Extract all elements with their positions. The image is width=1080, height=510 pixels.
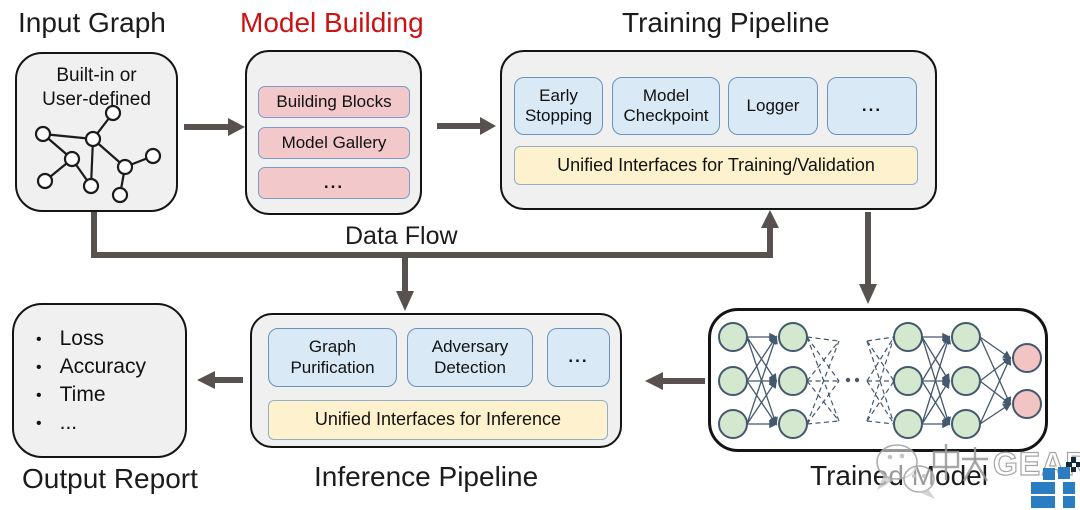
report-item-time: Time — [36, 383, 146, 411]
label-trained-model: Trained Model — [810, 460, 988, 491]
arrowhead-left-inference — [645, 372, 663, 390]
training-unified-interface-bar: Unified Interfaces for Training/Validati… — [514, 146, 918, 185]
arrowhead — [228, 118, 245, 136]
logo-square — [1043, 496, 1055, 508]
report-item-label: ... — [59, 411, 78, 434]
title-input-graph: Input Graph — [18, 7, 166, 38]
output-report-list: Loss Accuracy Time ... — [36, 327, 146, 439]
arrowhead-down-inference — [396, 291, 414, 311]
label-data-flow: Data Flow — [345, 222, 458, 250]
caption-line-1: Built-in or — [56, 65, 137, 86]
report-item-accuracy: Accuracy — [36, 355, 146, 383]
logo-square — [1031, 482, 1043, 494]
trained-model-box — [708, 308, 1048, 452]
label-inference-pipeline: Inference Pipeline — [314, 461, 539, 492]
chip-model-building-more: ... — [258, 167, 410, 199]
title-model-building: Model Building — [240, 7, 424, 38]
report-item-label: Loss — [59, 327, 104, 350]
logo-square — [1063, 496, 1075, 508]
arrowhead-up-training — [761, 210, 779, 228]
report-item-more: ... — [36, 411, 146, 439]
caption-line-2: User-defined — [42, 89, 151, 110]
chip-building-blocks: Building Blocks — [258, 86, 410, 118]
logo-square — [1058, 467, 1070, 479]
chip-logger: Logger — [728, 77, 818, 135]
chip-training-more: ... — [827, 77, 917, 135]
logo-square — [1031, 496, 1043, 508]
logo-square — [1063, 482, 1075, 494]
inference-unified-interface-bar: Unified Interfaces for Inference — [268, 400, 608, 440]
chip-adversary-detection: Adversary Detection — [407, 328, 533, 387]
chip-inference-more: ... — [547, 328, 610, 387]
label-output-report: Output Report — [22, 463, 198, 494]
report-item-label: Accuracy — [59, 355, 146, 378]
pixel-blocks-logo — [1028, 452, 1080, 510]
arrowhead-down-trained — [859, 284, 877, 304]
arrowhead — [480, 117, 496, 135]
chip-model-checkpoint: Model Checkpoint — [612, 77, 720, 135]
input-graph-caption: Built-in or User-defined — [15, 64, 178, 112]
logo-square — [1043, 482, 1055, 494]
logo-square — [1043, 468, 1055, 480]
title-training-pipeline: Training Pipeline — [622, 7, 830, 38]
chip-graph-purification: Graph Purification — [268, 328, 397, 387]
report-item-label: Time — [59, 383, 106, 406]
chip-early-stopping: Early Stopping — [514, 77, 603, 135]
report-item-loss: Loss — [36, 327, 146, 355]
arrowhead-left-output — [197, 371, 215, 389]
chip-model-gallery: Model Gallery — [258, 127, 410, 159]
